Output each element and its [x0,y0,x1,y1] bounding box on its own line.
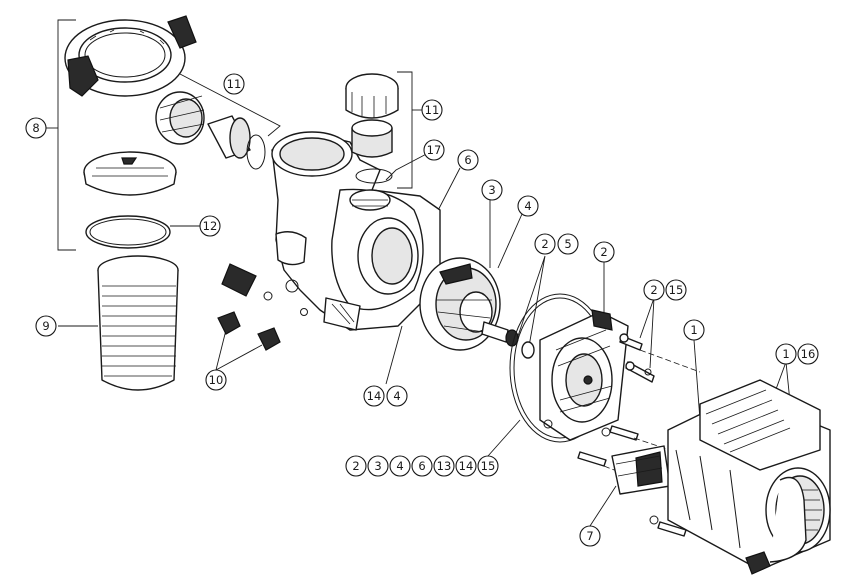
svg-text:2: 2 [352,459,359,473]
svg-text:15: 15 [669,283,684,297]
callout-3-top: 3 [481,179,503,201]
strainer-cover [83,151,177,196]
tail-piece-top [351,119,393,184]
union-nut-top [345,73,399,119]
callout-3-b: 3 [367,455,389,477]
svg-text:15: 15 [481,459,496,473]
svg-text:1: 1 [690,323,697,337]
svg-text:12: 12 [203,219,218,233]
svg-text:4: 4 [393,389,400,403]
callout-15-a: 15 [665,279,687,301]
callout-2-a: 2 [534,233,556,255]
svg-text:3: 3 [488,183,495,197]
callout-2-c: 2 [643,279,665,301]
svg-text:17: 17 [427,143,442,157]
strainer-basket [97,255,179,391]
callout-5: 5 [557,233,579,255]
svg-text:8: 8 [32,121,39,135]
callout-2-b: 2 [593,241,615,263]
oring-12 [85,215,171,249]
union-nut-left [155,91,205,145]
svg-text:6: 6 [464,153,471,167]
svg-text:6: 6 [418,459,425,473]
svg-text:16: 16 [801,347,816,361]
lid-locking-ring [64,15,197,97]
svg-text:14: 14 [459,459,474,473]
svg-text:11: 11 [227,77,242,91]
callout-15-b: 15 [477,455,499,477]
svg-text:13: 13 [437,459,452,473]
svg-text:1: 1 [782,347,789,361]
callout-2-d: 2 [345,455,367,477]
callout-6-top: 6 [457,149,479,171]
callout-11-top: 11 [421,99,443,121]
callout-4-c: 4 [389,455,411,477]
tail-piece-left [207,115,266,170]
svg-text:2: 2 [541,237,548,251]
seal-plate [539,309,629,441]
svg-text:2: 2 [600,245,607,259]
svg-text:10: 10 [209,373,224,387]
svg-text:2: 2 [650,283,657,297]
callout-4-top: 4 [517,195,539,217]
shaft-seal [481,321,535,359]
callout-1-motor: 1 [683,319,705,341]
callout-7: 7 [579,525,601,547]
capacitor-assembly [611,445,671,495]
callout-8: 8 [25,117,47,139]
svg-text:14: 14 [367,389,382,403]
callout-9: 9 [35,315,57,337]
motor [667,379,831,575]
callout-12: 12 [199,215,221,237]
impeller [419,257,501,351]
bracket-group-11 [397,71,422,189]
callout-11-left: 11 [223,73,245,95]
svg-text:4: 4 [396,459,403,473]
svg-text:4: 4 [524,199,531,213]
callout-10: 10 [205,369,227,391]
callout-14-b: 14 [455,455,477,477]
svg-text:11: 11 [425,103,440,117]
callout-6-b: 6 [411,455,433,477]
svg-text:9: 9 [42,319,49,333]
drain-plugs [217,263,308,351]
leaders [58,73,791,527]
svg-text:5: 5 [564,237,571,251]
callout-17: 17 [423,139,445,161]
pump-housing [271,131,441,331]
callout-13: 13 [433,455,455,477]
callout-4-b: 4 [386,385,408,407]
callout-14-a: 14 [363,385,385,407]
callout-1-bolt: 1 [775,343,797,365]
bracket-group-8 [46,19,76,251]
callout-16: 16 [797,343,819,365]
svg-text:7: 7 [586,529,593,543]
svg-text:3: 3 [374,459,381,473]
